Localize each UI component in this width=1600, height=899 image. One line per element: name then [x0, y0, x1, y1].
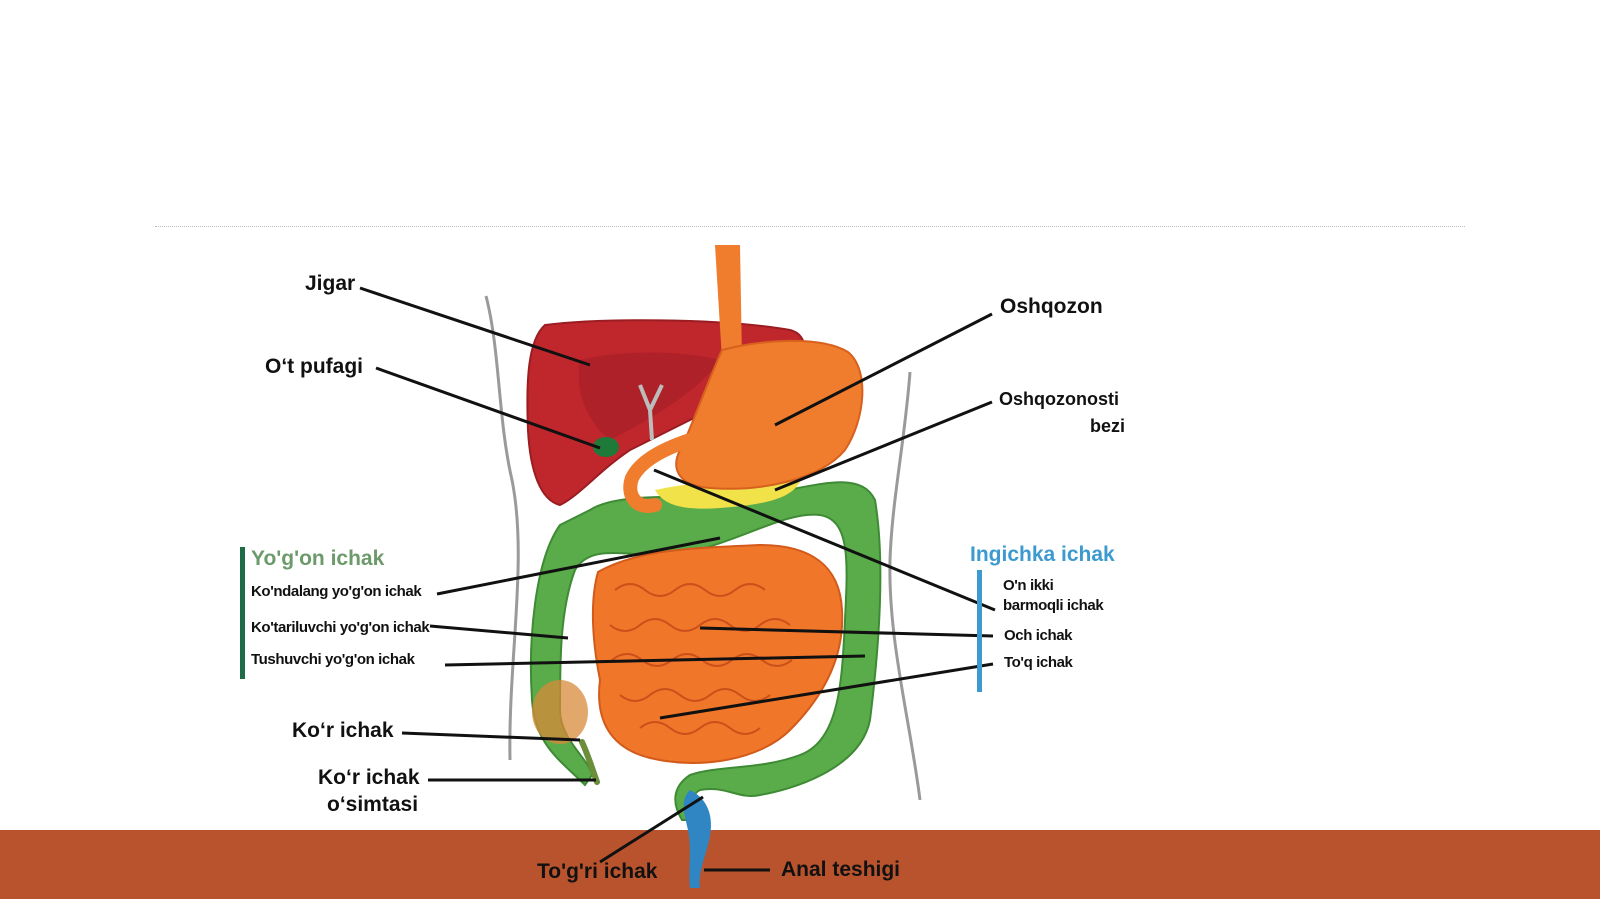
leader-toq: [659, 662, 994, 720]
gallbladder-shape: [593, 437, 619, 457]
small-intestine-shape: [591, 543, 844, 764]
liver-lobe-shade: [578, 352, 720, 440]
label-oshqozonosti-line1: Oshqozonosti: [999, 389, 1119, 409]
label-kor-ichak: Ko‘r ichak: [292, 719, 394, 742]
leader-togri-ichak: [599, 795, 704, 864]
leader-och: [699, 626, 994, 638]
cecum-shape: [532, 680, 588, 744]
leader-oshqozonosti: [774, 400, 993, 492]
label-tushuvchi: Tushuvchi yo'g'on ichak: [251, 651, 415, 668]
label-oshqozonosti-line2: bezi: [1090, 416, 1126, 436]
ingichka-ichak-bar: [977, 570, 982, 692]
label-jigar: Jigar: [305, 272, 356, 295]
label-kor-osimtasi-line1: Ko‘r ichak: [318, 766, 420, 789]
label-kor-osimtasi-line2: o‘simtasi: [327, 793, 419, 816]
header-divider: [155, 226, 1465, 227]
colon-shape: [529, 481, 882, 821]
group-title-yogon-ichak: Yo'g'on ichak: [251, 547, 385, 570]
bile-duct: [638, 384, 664, 441]
group-title-ingichka-ichak: Ingichka ichak: [970, 543, 1115, 566]
leader-on-ikki: [653, 468, 996, 612]
leader-kor-ichak: [401, 731, 581, 742]
footer-band: [0, 830, 1600, 899]
label-togri-ichak: To'g'ri ichak: [537, 860, 658, 883]
leader-lines: [359, 286, 996, 872]
label-toq-ichak: To'q ichak: [1004, 654, 1073, 671]
leader-oshqozon: [774, 312, 993, 427]
label-oshqozon: Oshqozon: [1000, 295, 1103, 318]
label-ot-pufagi: O‘t pufagi: [265, 355, 363, 378]
leader-kotariluvchi: [429, 624, 569, 640]
duodenum-shape: [623, 433, 697, 513]
label-anal-teshigi: Anal teshigi: [781, 858, 901, 881]
label-on-ikki-line1: O'n ikki: [1003, 577, 1054, 594]
leader-tushuvchi: [444, 654, 866, 667]
leader-kondalang: [436, 536, 721, 596]
yogon-ichak-bar: [240, 547, 245, 679]
leader-jigar: [359, 286, 591, 367]
esophagus-shape: [715, 245, 742, 360]
body-outline-left: [484, 295, 520, 761]
leader-ot-pufagi: [375, 366, 601, 450]
label-och-ichak: Och ichak: [1004, 627, 1073, 644]
rectum-shape: [683, 790, 711, 888]
label-on-ikki-line2: barmoqli ichak: [1003, 597, 1104, 614]
label-kotariluvchi: Ko'tariluvchi yo'g'on ichak: [251, 619, 430, 636]
label-kondalang: Ko'ndalang yo'g'on ichak: [251, 583, 422, 600]
